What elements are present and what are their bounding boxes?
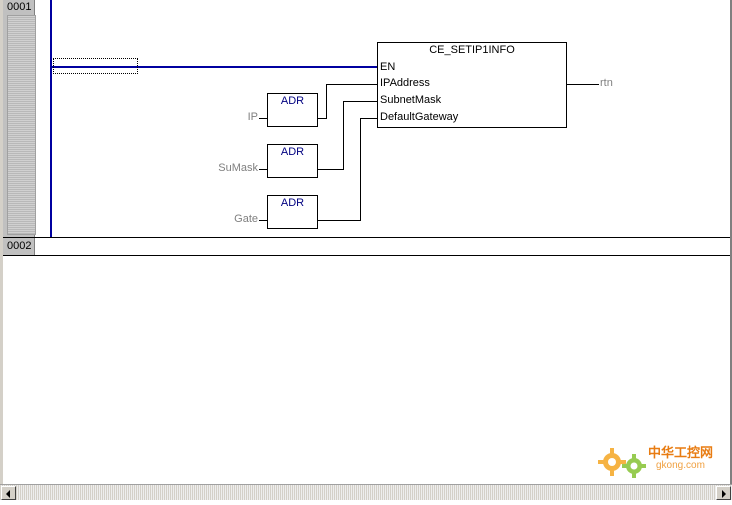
adr1-out-v xyxy=(326,84,327,119)
contact-selection-box[interactable] xyxy=(53,58,138,74)
right-border xyxy=(730,0,732,484)
horizontal-scrollbar[interactable] xyxy=(0,484,732,500)
adr3-out-h1 xyxy=(318,220,360,221)
pin-defaultgateway: DefaultGateway xyxy=(380,111,459,123)
arrow-right-icon xyxy=(722,490,726,498)
network-2-bottom-line xyxy=(3,255,730,256)
pin-ipaddress: IPAddress xyxy=(380,77,430,89)
power-rail xyxy=(50,0,52,237)
gear-icon xyxy=(598,448,646,478)
var-gate-label[interactable]: Gate xyxy=(234,213,258,225)
network-1-number: 0001 xyxy=(7,1,32,13)
network-2-number: 0002 xyxy=(7,240,32,252)
adr3-out-h2 xyxy=(360,118,378,119)
adr-block-gate[interactable]: ADR xyxy=(267,195,318,229)
adr-block-sumask-label: ADR xyxy=(280,146,305,158)
adr-block-ip[interactable]: ADR xyxy=(267,93,318,127)
adr2-out-v xyxy=(343,101,344,170)
watermark-title: 中华工控网 xyxy=(648,445,714,460)
output-rtn-label[interactable]: rtn xyxy=(600,77,613,89)
var-ip-label[interactable]: IP xyxy=(247,111,258,123)
pin-subnetmask: SubnetMask xyxy=(380,94,442,106)
adr-block-gate-label: ADR xyxy=(280,197,305,209)
pin-en: EN xyxy=(380,61,396,73)
function-block-ce-setip1info[interactable]: CE_SETIP1INFO EN IPAddress SubnetMask De… xyxy=(377,42,567,128)
scroll-right-button[interactable] xyxy=(716,486,731,500)
adr1-out-h2 xyxy=(326,84,378,85)
gate-input-wire xyxy=(259,220,267,221)
function-block-title: CE_SETIP1INFO xyxy=(429,44,515,56)
sumask-input-wire xyxy=(259,169,267,170)
var-sumask-label[interactable]: SuMask xyxy=(218,162,258,174)
adr1-out-h1 xyxy=(318,118,326,119)
scroll-left-button[interactable] xyxy=(1,486,16,500)
watermark-logo: 中华工控网 gkong.com xyxy=(596,440,722,480)
adr2-out-h2 xyxy=(343,101,378,102)
adr3-out-v xyxy=(360,118,361,221)
adr-block-sumask[interactable]: ADR xyxy=(267,144,318,178)
network-1-gutter-pattern xyxy=(7,15,36,235)
adr2-out-h1 xyxy=(318,169,343,170)
left-border xyxy=(0,0,3,484)
adr-block-ip-label: ADR xyxy=(280,95,305,107)
network-2-gutter[interactable]: 0002 xyxy=(3,238,35,255)
output-wire xyxy=(566,84,599,85)
network-1-gutter[interactable]: 0001 xyxy=(3,0,36,237)
en-connection-line[interactable] xyxy=(52,66,378,68)
network-separator xyxy=(3,237,730,238)
ip-input-wire xyxy=(259,118,267,119)
arrow-left-icon xyxy=(6,490,10,498)
watermark-url: gkong.com xyxy=(656,460,705,471)
